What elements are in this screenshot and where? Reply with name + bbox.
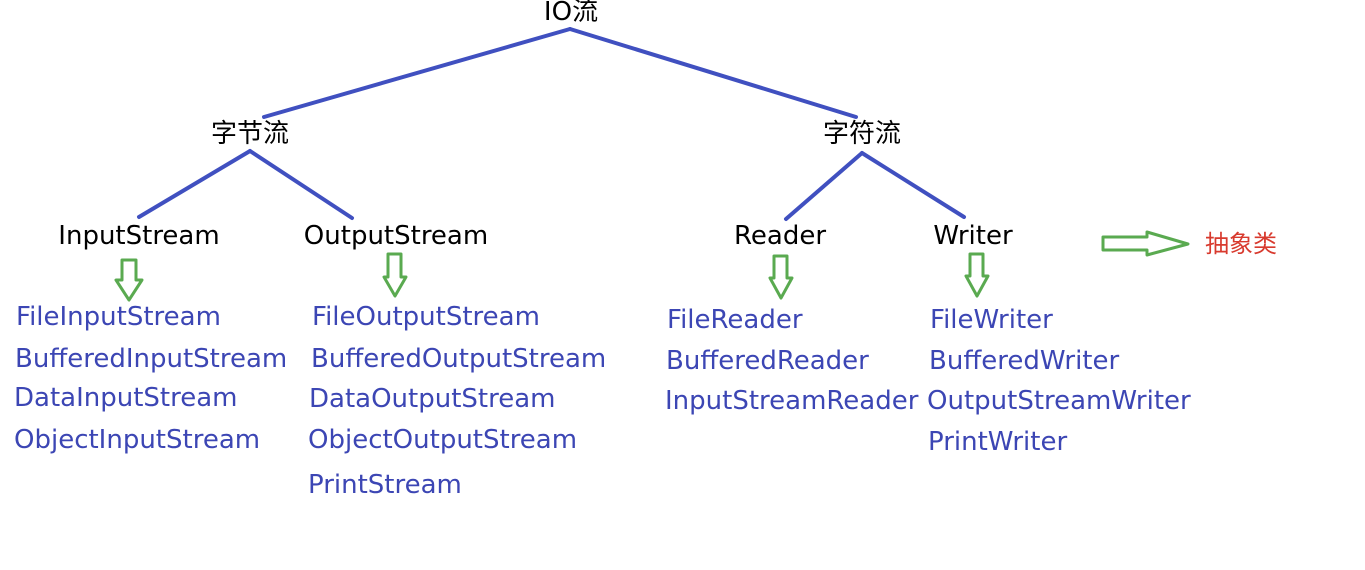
inputstream-impl: DataInputStream [14, 383, 238, 413]
outputstream-impl: BufferedOutputStream [311, 344, 607, 374]
legend-abstract-class-label: 抽象类 [1205, 230, 1277, 258]
byte-stream-label: 字节流 [210, 119, 290, 149]
outputstream-label: OutputStream [303, 221, 489, 251]
inputstream-impl: FileInputStream [16, 302, 221, 332]
reader-impl: InputStreamReader [665, 386, 919, 416]
line-char-stream-to-reader [784, 151, 864, 221]
root-label: IO流 [543, 0, 599, 27]
outputstream-impl: FileOutputStream [312, 302, 540, 332]
tree-connector-lines [137, 27, 966, 221]
down-arrow-icon [382, 252, 408, 298]
line-root-to-char-stream [568, 27, 858, 119]
char-stream-label: 字符流 [822, 119, 902, 149]
line-byte-stream-to-outputstream [248, 149, 354, 220]
inputstream-label: InputStream [58, 221, 220, 251]
right-arrow-outline-icon [1101, 230, 1190, 257]
down-arrow-icon [114, 258, 144, 302]
reader-impl: FileReader [667, 305, 803, 335]
writer-impl: FileWriter [930, 305, 1053, 335]
outputstream-impl: DataOutputStream [309, 384, 556, 414]
outputstream-impl: PrintStream [308, 470, 462, 500]
writer-impl: OutputStreamWriter [927, 386, 1191, 416]
writer-impl: BufferedWriter [929, 346, 1120, 376]
inputstream-impl: BufferedInputStream [15, 344, 288, 374]
writer-impl: PrintWriter [928, 427, 1068, 457]
reader-impl: BufferedReader [666, 346, 869, 376]
line-char-stream-to-writer [860, 151, 966, 219]
line-root-to-byte-stream [262, 27, 572, 119]
inputstream-impl: ObjectInputStream [14, 425, 261, 455]
writer-label: Writer [933, 221, 1013, 251]
down-arrow-icon [768, 254, 794, 300]
down-arrow-icon [964, 252, 990, 298]
outputstream-impl: ObjectOutputStream [308, 425, 578, 455]
line-byte-stream-to-inputstream [137, 149, 252, 219]
reader-label: Reader [733, 221, 827, 251]
